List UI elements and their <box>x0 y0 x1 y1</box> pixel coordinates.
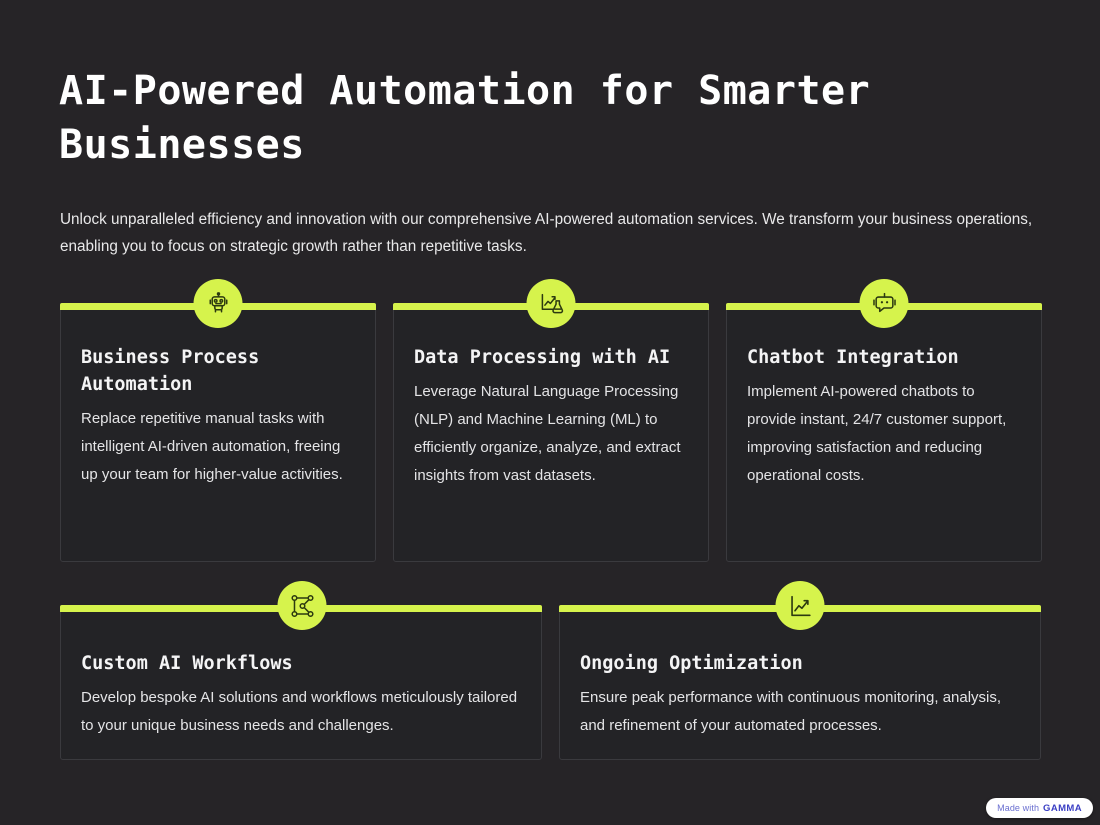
feature-card-chatbot-integration[interactable]: Chatbot Integration Implement AI-powered… <box>726 279 1042 562</box>
gamma-brand-label: GAMMA <box>1043 802 1082 814</box>
card-content: Custom AI Workflows Develop bespoke AI s… <box>61 606 541 759</box>
feature-card-custom-ai-workflows[interactable]: Custom AI Workflows Develop bespoke AI s… <box>60 581 542 760</box>
made-with-label: Made with <box>997 803 1040 813</box>
trending-chart-icon <box>775 581 825 630</box>
card-description: Implement AI-powered chatbots to provide… <box>747 383 1007 484</box>
feature-card-ongoing-optimization[interactable]: Ongoing Optimization Ensure peak perform… <box>559 581 1041 760</box>
chart-flask-icon <box>526 279 576 328</box>
card-content: Data Processing with AI Leverage Natural… <box>394 304 708 561</box>
chatbot-icon <box>859 279 909 328</box>
feature-card-data-processing-with-ai[interactable]: Data Processing with AI Leverage Natural… <box>393 279 709 562</box>
card-description: Replace repetitive manual tasks with int… <box>81 410 343 483</box>
page-title: AI-Powered Automation for Smarter Busine… <box>59 68 871 168</box>
card-title: Business Process Automation <box>81 347 260 395</box>
card-content: Chatbot Integration Implement AI-powered… <box>727 304 1041 561</box>
page-subtitle: Unlock unparalleled efficiency and innov… <box>60 211 1033 255</box>
robot-icon <box>193 279 243 328</box>
card-description: Ensure peak performance with continuous … <box>580 689 1002 734</box>
card-title: Data Processing with AI <box>414 347 671 368</box>
card-title: Custom AI Workflows <box>81 653 293 674</box>
card-title: Chatbot Integration <box>747 347 959 368</box>
made-with-gamma-badge[interactable]: Made with GAMMA <box>986 798 1093 818</box>
feature-card-business-process-automation[interactable]: Business Process Automation Replace repe… <box>60 279 376 562</box>
card-description: Develop bespoke AI solutions and workflo… <box>81 689 518 734</box>
card-title: Ongoing Optimization <box>580 653 803 674</box>
card-content: Ongoing Optimization Ensure peak perform… <box>560 606 1040 759</box>
card-content: Business Process Automation Replace repe… <box>61 304 375 561</box>
card-description: Leverage Natural Language Processing (NL… <box>414 383 681 484</box>
workflow-nodes-icon <box>277 581 327 630</box>
